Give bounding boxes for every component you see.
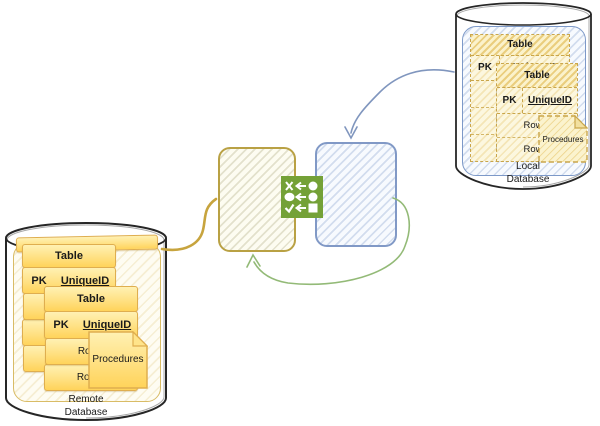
- pk-cell: PK: [53, 319, 69, 331]
- mapping-dot: [284, 192, 295, 202]
- note-label: Procedures: [92, 354, 144, 365]
- table-title: Table: [44, 286, 138, 312]
- mapping-square: [308, 203, 318, 213]
- procedures-note: Procedures: [538, 115, 588, 163]
- table-row: Row 2: [523, 144, 551, 155]
- table-title: Table: [471, 35, 569, 56]
- table-row: Row 1: [497, 114, 577, 138]
- key-field-cell: UniqueID: [528, 95, 572, 106]
- note-shape: [88, 331, 148, 389]
- mapping-dot: [308, 192, 318, 202]
- field-mapping-icon: [281, 176, 323, 218]
- procedures-note: Procedures: [88, 331, 148, 389]
- table-title: Table: [497, 64, 577, 88]
- table-pk-row: PK UniqueID: [497, 88, 577, 114]
- key-field-cell: UniqueID: [82, 319, 132, 331]
- table-pk-row: PK UniqueID: [22, 267, 116, 294]
- local-data-box: [315, 142, 397, 247]
- remote-database-label: Remote Database: [64, 394, 108, 418]
- mapping-dot: [308, 181, 318, 191]
- mapping-row-x: [285, 181, 306, 191]
- note-shape: [538, 115, 588, 163]
- local-database-label: Local Database: [506, 161, 550, 185]
- pk-cell: PK: [31, 274, 47, 287]
- table-title: Table: [22, 244, 116, 268]
- note-label: Procedures: [542, 135, 584, 144]
- key-field-cell: UniqueID: [60, 274, 110, 287]
- pk-cell: PK: [497, 88, 523, 113]
